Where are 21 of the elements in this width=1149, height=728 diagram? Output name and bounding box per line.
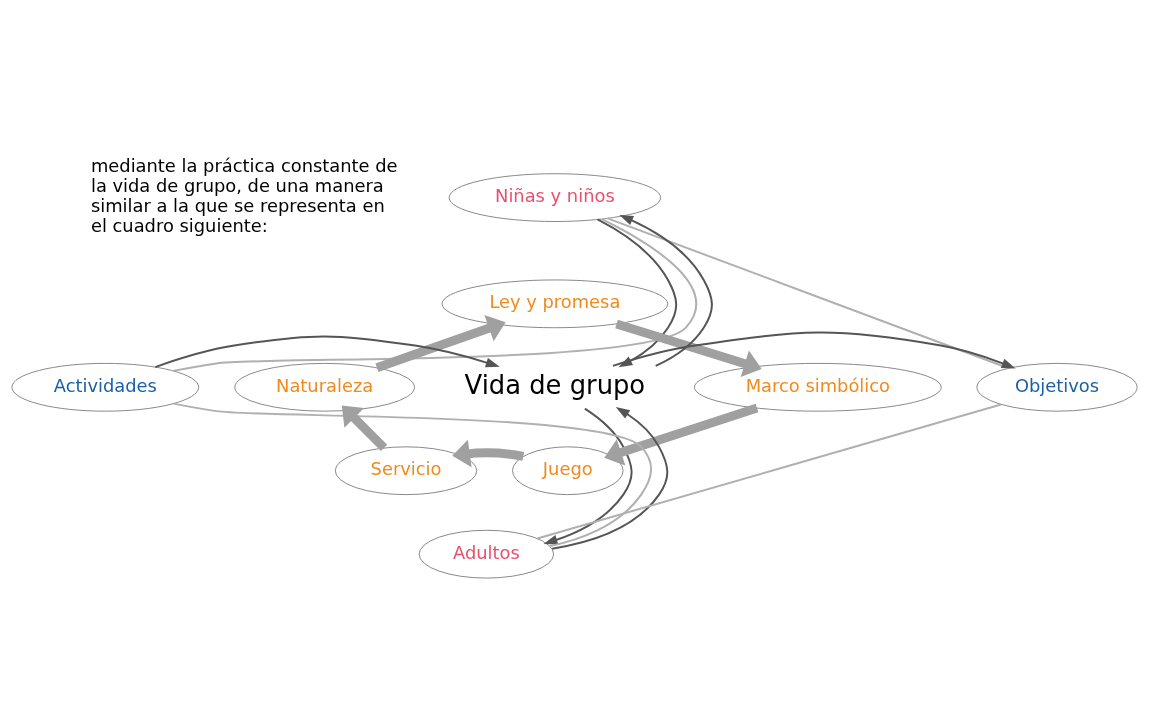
node-text: Vida de grupo	[464, 369, 646, 400]
connector	[172, 217, 697, 372]
label: mediante la práctica constante de la vida de grupo, de una manera similar a la que se representa en el cuadro siguiente:	[90, 154, 398, 236]
node-ellipse: Marco simbólico	[693, 362, 942, 412]
arrow	[375, 314, 506, 372]
node-ellipse: Objetivos	[976, 362, 1138, 412]
node-ellipse: Juego	[511, 445, 624, 495]
node-ellipse: Ley y promesa	[441, 278, 669, 328]
arrow	[154, 335, 500, 368]
connector	[536, 402, 1002, 539]
arrow	[452, 439, 525, 467]
connector	[172, 402, 653, 547]
arrow	[551, 406, 669, 550]
node-ellipse: Niñas y niños	[448, 172, 662, 222]
node-ellipse: Adultos	[418, 529, 555, 579]
node-ellipse: Actividades	[11, 362, 200, 412]
node-ellipse: Servicio	[334, 445, 478, 495]
arrow	[543, 407, 633, 544]
arrow	[341, 404, 388, 451]
node-ellipse: Naturaleza	[234, 362, 415, 412]
arrow	[604, 403, 759, 466]
